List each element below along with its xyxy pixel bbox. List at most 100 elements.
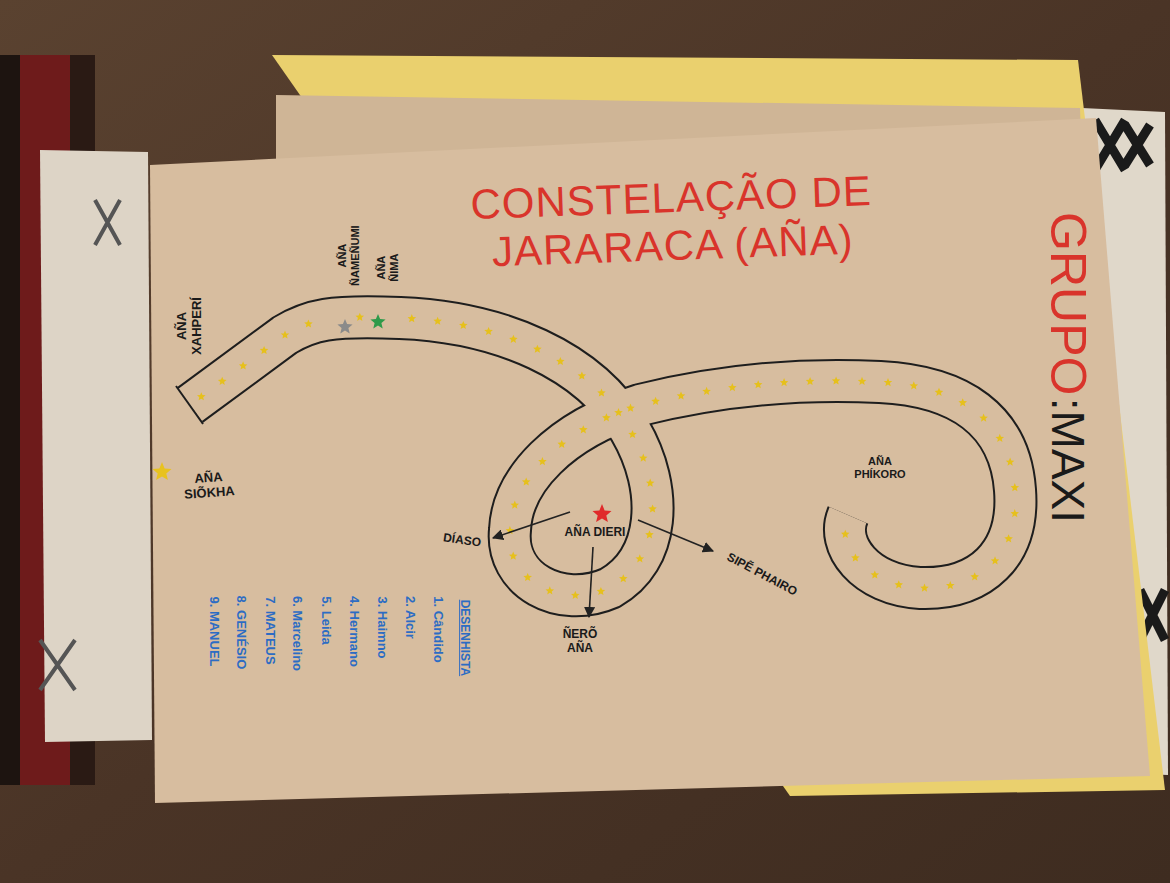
- star-name: AÑA ÑIMA: [375, 248, 400, 288]
- star-dot: [639, 454, 648, 462]
- drawer-name: 6. Marcelino: [290, 596, 305, 671]
- drawer-name: 7. MATEUS: [262, 596, 277, 664]
- star-dot: [851, 553, 860, 561]
- star-dot: [619, 574, 628, 582]
- star-dot: [459, 321, 468, 329]
- star-name: SIPẼ PHAIRO: [725, 551, 800, 600]
- star-dot: [578, 371, 587, 379]
- star-dots: [197, 313, 1019, 599]
- star-dot: [597, 389, 606, 397]
- star-dot: [910, 381, 919, 389]
- star-dot: [538, 457, 547, 465]
- star-dot: [484, 327, 493, 335]
- star-name: AÑA ÑAMEÑUMI: [336, 221, 361, 291]
- star-dot: [1011, 509, 1020, 517]
- star-dot: [533, 345, 542, 353]
- poster-title: CONSTELAÇÃO DE JARARACA (AÑA): [435, 166, 908, 279]
- star-dot: [871, 570, 880, 578]
- snake-constellation: [153, 313, 1020, 599]
- star-dot: [579, 425, 588, 433]
- star-dot: [356, 313, 365, 321]
- star-dot: [636, 554, 645, 562]
- star-name: DÍASO: [442, 532, 482, 551]
- x-mark: [40, 200, 120, 690]
- star-dot: [832, 376, 841, 384]
- star-dot: [628, 430, 637, 438]
- leader-arrow: [493, 512, 570, 538]
- drawer-name: 9. MANUEL: [206, 596, 221, 666]
- kraft-sheet: [150, 118, 1150, 803]
- star-name: ÑERÕ AÑA: [557, 628, 603, 656]
- star-dot: [645, 530, 654, 538]
- group-name: :MAXI: [1042, 398, 1095, 523]
- star-dot: [651, 397, 660, 405]
- star-dot: [780, 378, 789, 386]
- star-dot: [511, 501, 520, 509]
- star-dot: [991, 556, 1000, 564]
- star-dot: [558, 440, 567, 448]
- drawer-name: 5. Leida: [318, 596, 333, 644]
- star-dot: [754, 380, 763, 388]
- star-dot: [281, 331, 290, 339]
- basket-rim: [0, 55, 20, 785]
- star-dot: [522, 477, 531, 485]
- grey-star: [337, 319, 352, 334]
- star-dot: [946, 581, 955, 589]
- star-dot: [1004, 534, 1013, 542]
- star-name: AÑA DIERI: [565, 526, 626, 540]
- star-name: AÑA SIÕKHA: [177, 469, 241, 503]
- drawer-name: 2. Alcir: [402, 596, 417, 639]
- snake-tail-end: [176, 386, 203, 424]
- star-dot: [935, 388, 944, 396]
- drawer-name: 1. Cândido: [430, 596, 445, 662]
- star-dot: [920, 584, 929, 592]
- star-dot: [408, 314, 417, 322]
- star-dot: [806, 377, 815, 385]
- star-dot: [702, 387, 711, 395]
- star-dot: [433, 317, 442, 325]
- wooden-stick: [40, 150, 152, 742]
- leader-arrow: [638, 520, 713, 551]
- star-dot: [614, 408, 623, 416]
- leader-arrow: [589, 547, 593, 617]
- star-dot: [1011, 483, 1020, 491]
- drawer-name: 3. Haimno: [374, 596, 389, 658]
- star-dot: [858, 377, 867, 385]
- star-dot: [895, 580, 904, 588]
- star-dot: [260, 346, 269, 354]
- star-dot: [646, 479, 655, 487]
- star-dot: [509, 335, 517, 343]
- group-label: GRUPO: [1039, 212, 1097, 395]
- star-dot: [979, 414, 988, 422]
- snake-outline: [190, 317, 1015, 595]
- star-dot: [841, 530, 850, 538]
- star-dot: [546, 586, 555, 594]
- star-dot: [218, 377, 227, 385]
- star-dot: [239, 361, 248, 369]
- red-star: [593, 504, 612, 522]
- drawer-name: 4. Hermano: [346, 596, 361, 667]
- star-dot: [1006, 458, 1015, 466]
- snake-body: [190, 317, 1015, 595]
- star-dot: [728, 383, 737, 391]
- green-star: [370, 314, 385, 329]
- star-dot: [602, 413, 611, 421]
- star-dot: [648, 505, 657, 513]
- star-dot: [597, 587, 606, 595]
- star-dot: [509, 552, 518, 560]
- star-dot: [677, 391, 686, 399]
- drawer-name: 8. GENÉSIO: [234, 596, 249, 670]
- star-dot: [884, 378, 893, 386]
- star-dot: [304, 319, 313, 327]
- star-dot: [197, 392, 206, 400]
- star-dot: [523, 573, 532, 581]
- yellow-star: [153, 462, 172, 480]
- star-dot: [571, 591, 580, 599]
- star-dot: [996, 434, 1005, 442]
- star-dot: [970, 572, 979, 580]
- star-name: AÑA PHÍKORO: [845, 455, 915, 480]
- star-dot: [556, 357, 565, 365]
